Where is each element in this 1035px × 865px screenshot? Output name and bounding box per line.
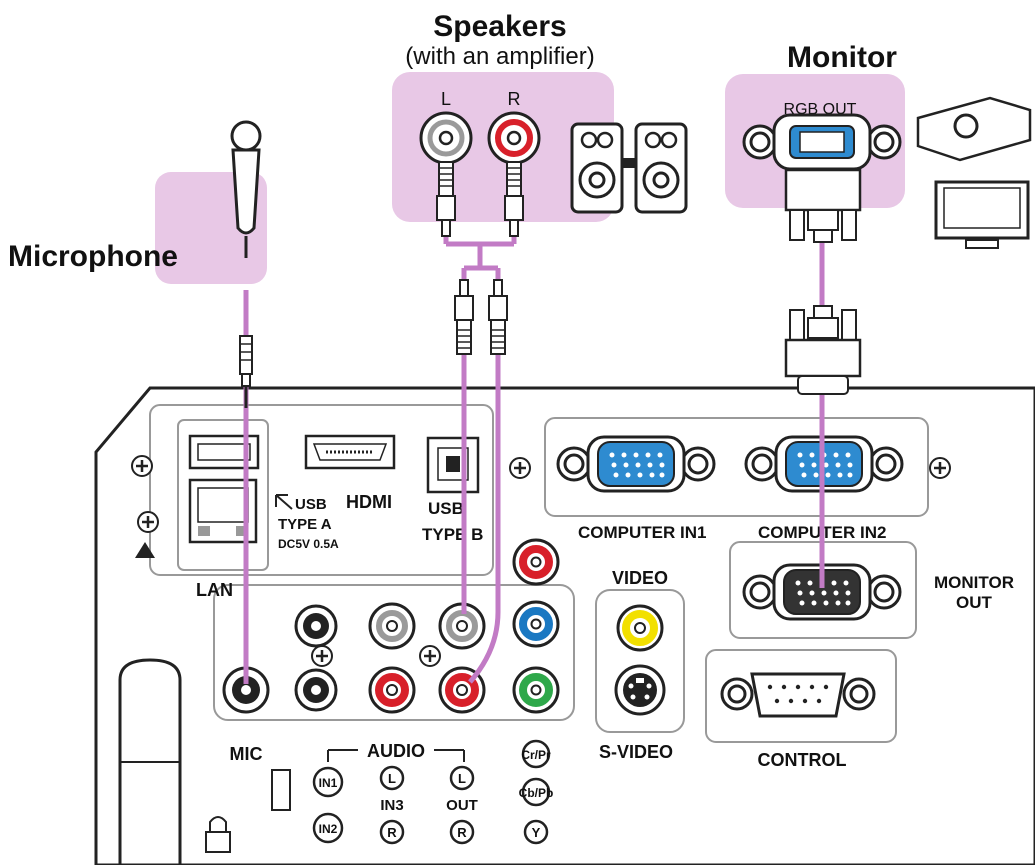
hdmi-port [304, 434, 396, 470]
monitor-out-label-1: MONITOR [934, 573, 1014, 592]
microphone-title: Microphone [8, 240, 178, 273]
screw-icon [418, 644, 442, 668]
usb-a-label-2: TYPE A [278, 516, 332, 533]
speaker-plug-left [436, 161, 456, 237]
svg-text:L: L [458, 771, 466, 786]
audio-label: AUDIO [367, 741, 425, 761]
usb-b-label-1: USB [428, 499, 464, 518]
svg-text:IN1: IN1 [319, 776, 338, 790]
screw-icon [136, 510, 160, 534]
in3-l-badge: L [379, 765, 405, 791]
audio-in3-left-jack [368, 602, 416, 650]
lan-group [177, 419, 269, 571]
s-video-jack [614, 664, 666, 716]
audio-out-left-jack [438, 602, 486, 650]
security-slot [271, 769, 291, 811]
out-label: OUT [446, 797, 478, 814]
rgb-out-connector [742, 113, 902, 171]
usb-a-label-3: DC5V 0.5A [278, 537, 339, 551]
control-label: CONTROL [758, 750, 847, 770]
in3-r-badge: R [379, 819, 405, 845]
audio-in2-jack [294, 668, 338, 712]
speaker-box-icon [570, 122, 624, 214]
audio-in3-right-jack [368, 666, 416, 714]
usb-type-b-port [426, 436, 480, 494]
computer-in1-label: COMPUTER IN1 [578, 523, 706, 542]
cr-pr-badge: Cr/Pr [521, 739, 551, 769]
monitor-out-port [742, 563, 902, 621]
svg-text:R: R [457, 825, 467, 840]
s-video-label: S-VIDEO [599, 742, 673, 762]
in3-label: IN3 [380, 797, 403, 814]
svg-text:L: L [388, 771, 396, 786]
lan-label: LAN [196, 580, 233, 600]
screw-icon [130, 454, 154, 478]
vga-plug-top [784, 168, 862, 243]
usb-a-label-1: USB [295, 496, 327, 513]
control-port [720, 672, 876, 718]
hdmi-label: HDMI [346, 492, 392, 512]
video-jack [616, 604, 664, 652]
component-cb-pb-jack [512, 600, 560, 648]
computer-in1-port [556, 435, 716, 493]
out-r-badge: R [449, 819, 475, 845]
screw-icon [310, 644, 334, 668]
projector-icon [916, 96, 1032, 162]
speaker-left-label: L [441, 89, 451, 109]
svg-text:IN2: IN2 [319, 822, 338, 836]
in1-badge: IN1 [312, 766, 344, 798]
digital-io-group [149, 404, 494, 576]
arrow-up-icon [135, 542, 155, 558]
video-group [595, 589, 685, 733]
audio-plug-right [488, 279, 508, 355]
monitor-icon [934, 180, 1030, 249]
component-cr-pr-jack [512, 538, 560, 586]
speaker-jack-left [419, 111, 473, 165]
screw-icon [928, 456, 952, 480]
projector-back-panel [94, 386, 1035, 865]
out-l-badge: L [449, 765, 475, 791]
speakers-subtitle: (with an amplifier) [405, 43, 594, 70]
kensington-lock-icon [205, 816, 231, 853]
speaker-link-icon [622, 158, 636, 168]
video-label: VIDEO [612, 568, 668, 588]
computer-in-group [544, 417, 929, 517]
speaker-box-icon [634, 122, 688, 214]
monitor-title: Monitor [787, 41, 897, 74]
screw-icon [508, 456, 532, 480]
cb-pb-badge: Cb/Pb [519, 777, 554, 807]
adjuster-foot-icon [118, 658, 182, 865]
computer-in2-port [744, 435, 904, 493]
component-y-jack [512, 666, 560, 714]
mic-plug [239, 335, 253, 408]
usb-a-icon [275, 494, 293, 510]
svg-text:Cb/Pb: Cb/Pb [519, 786, 554, 800]
speakers-title: Speakers [433, 10, 566, 43]
audio-group [213, 584, 575, 721]
svg-text:Cr/Pr: Cr/Pr [521, 748, 551, 762]
vga-plug-bottom [784, 305, 862, 395]
microphone-icon [230, 120, 262, 258]
svg-text:R: R [387, 825, 397, 840]
in2-badge: IN2 [312, 812, 344, 844]
usb-b-label-2: TYPE B [422, 525, 483, 544]
speaker-plug-right [504, 161, 524, 237]
y-badge: Y [523, 819, 549, 845]
mic-label: MIC [230, 744, 263, 764]
audio-in1-jack [294, 604, 338, 648]
speaker-right-label: R [508, 89, 521, 109]
control-group [705, 649, 897, 743]
audio-plug-left [454, 279, 474, 355]
svg-text:Y: Y [532, 825, 541, 840]
speaker-jack-right [487, 111, 541, 165]
monitor-out-label-2: OUT [956, 593, 993, 612]
